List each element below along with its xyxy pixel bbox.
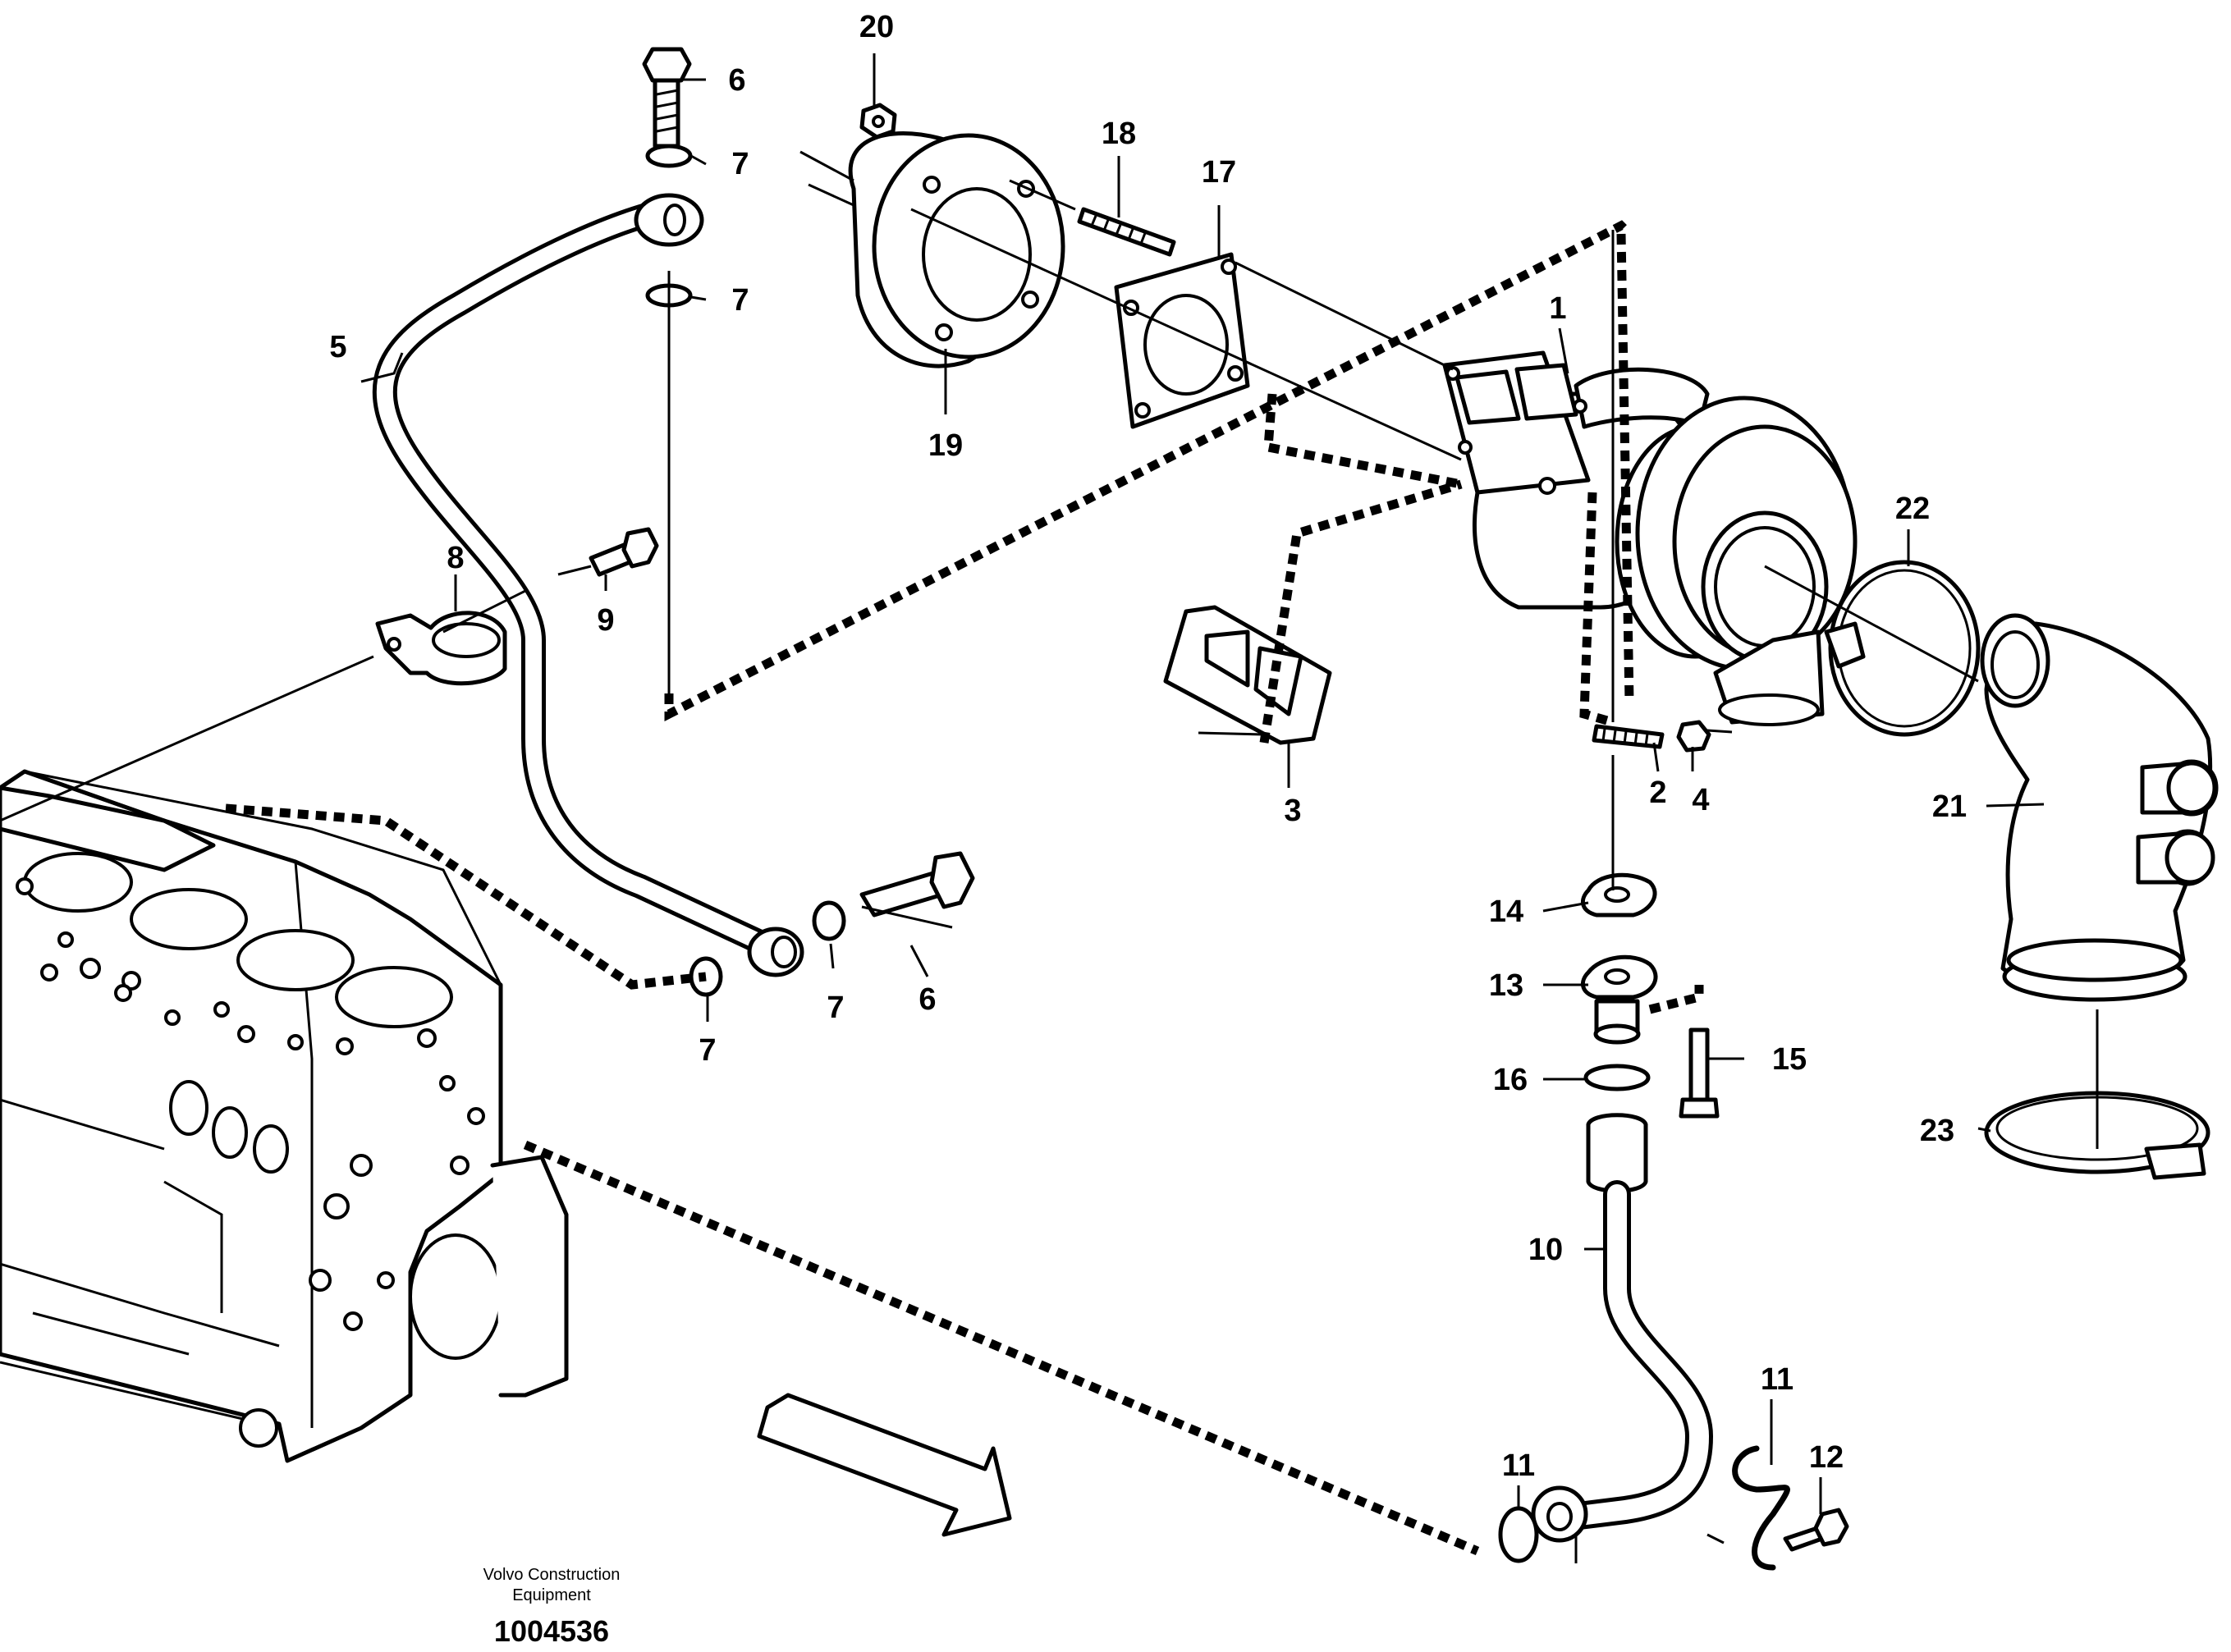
callout-10: 10 [1528,1233,1563,1267]
hollow-bolt-bottom [859,851,975,918]
banjo-fitting-bottom [747,927,804,977]
callout-14: 13 [1489,968,1523,1003]
callout-1: 1 [1549,291,1566,326]
brand-line-2: Equipment [512,1586,591,1604]
callout-12: 11 [1761,1362,1794,1397]
callout-19: 19 [928,428,963,463]
callout-17: 17 [1202,155,1236,190]
engine-block [0,769,569,1463]
callout-16: 15 [1772,1042,1807,1077]
callout-21: 21 [1932,789,1967,824]
callout-23: 23 [1920,1114,1954,1148]
turbo-nut [1676,720,1711,753]
o-ring [1583,1064,1651,1091]
clip-screw [1783,1508,1849,1552]
callout-22: 22 [1895,492,1930,526]
direction-arrow [757,1393,1012,1537]
callout-13: 12 [1809,1440,1844,1475]
clamp [375,611,507,686]
flange-gasket-15 [1581,872,1657,918]
assembly-lines [0,150,2099,1563]
callout-7-upper: 7 [731,147,749,181]
callout-6-bottom: 6 [919,982,936,1017]
flange-screw [1679,1027,1720,1119]
callout-2: 2 [1649,776,1666,810]
return-adapter [1593,999,1641,1045]
hex-nut [859,103,897,140]
o-ring [1498,1506,1539,1563]
callout-11-bottom: 11 [1502,1448,1535,1483]
sealing-washer [812,900,846,941]
stud [1077,207,1176,257]
hollow-bolt-top [642,47,692,149]
callout-3: 3 [1284,794,1301,828]
clamp-screw [589,527,659,577]
callout-8: 8 [447,541,464,575]
flange-gasket [1114,252,1250,429]
callout-9: 9 [597,603,614,638]
brand-line-1: Volvo Construction [483,1566,621,1584]
callout-4: 4 [1692,783,1709,817]
oil-return-pipe [1531,1113,1714,1543]
intake-elbow [1980,613,2219,1002]
callout-7-lower-right: 7 [827,991,844,1025]
leader-lines [360,53,2045,1514]
cylinder-bore [335,966,453,1028]
cylinder-bore [23,852,133,913]
cylinder-bore [236,929,355,991]
turbocharger [1442,350,1858,726]
callouts: 1 2 3 4 5 6 6 7 7 7 7 8 9 10 11 11 12 13… [329,10,1967,1483]
callout-15: 14 [1489,895,1523,929]
sealing-washer [645,144,693,168]
drawing-number: 1004536 [494,1614,609,1648]
pipe-clip [1732,1445,1790,1571]
callout-20: 20 [859,10,894,44]
adapter-spacer [848,131,1065,368]
callout-7-lower-left: 7 [699,1033,716,1068]
callout-5: 5 [329,330,346,364]
oil-feed-pipe [372,201,776,956]
callout-6-top: 6 [728,63,745,98]
turbo-stud [1592,724,1665,749]
callout-18: 18 [1102,117,1136,151]
exhaust-gasket [1163,605,1332,745]
footer: Volvo Construction Equipment 1004536 [483,1566,621,1648]
callout-7-middle: 7 [731,283,749,318]
banjo-fitting-top [634,193,704,247]
cylinder-bore [130,888,248,950]
callout-11-top: 16 [1493,1063,1528,1097]
hose-clamp-22 [1824,560,1981,737]
dashed-assembly-lines [225,220,1704,1556]
flange-14 [1581,954,1658,1000]
